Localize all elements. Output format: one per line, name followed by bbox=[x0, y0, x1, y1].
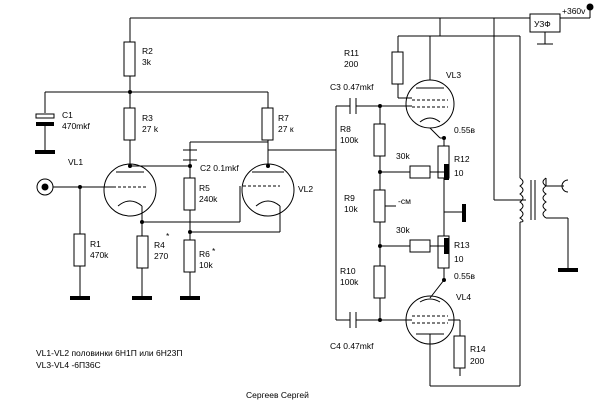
r13-label: R13 bbox=[454, 240, 470, 250]
r14-value: 200 bbox=[470, 356, 484, 366]
r4-value: 270 bbox=[154, 251, 168, 261]
supply-voltage-label: +360v bbox=[562, 6, 586, 16]
node-r2-r3 bbox=[44, 90, 269, 113]
pot-30k-upper-label: 30k bbox=[396, 151, 410, 161]
c3-label: C3 0.47mkf bbox=[330, 82, 374, 92]
tube-vl1 bbox=[103, 163, 157, 217]
c2-label: C2 0.1mkf bbox=[200, 163, 239, 173]
r6-value: 10k bbox=[199, 260, 213, 270]
vl3-label: VL3 bbox=[446, 70, 461, 80]
resistor-r1 bbox=[70, 187, 90, 300]
resistor-r7 bbox=[261, 107, 274, 166]
pot-30k-upper bbox=[380, 165, 444, 179]
r14-label: R14 bbox=[470, 344, 486, 354]
resistor-r10 bbox=[373, 246, 386, 322]
r2-value: 3k bbox=[142, 57, 152, 67]
resistor-r9 bbox=[373, 172, 396, 248]
c1-label: C1 bbox=[62, 110, 73, 120]
uzf-label: УЗФ bbox=[534, 19, 551, 29]
vl4-label: VL4 bbox=[456, 292, 471, 302]
c1-value: 470mkf bbox=[62, 121, 91, 131]
r1-label: R1 bbox=[90, 239, 101, 249]
input-jack bbox=[36, 178, 113, 196]
tube-vl2 bbox=[190, 163, 295, 233]
capacitor-c2 bbox=[128, 141, 268, 168]
resistor-r12 bbox=[437, 136, 450, 204]
note-line-1: VL1-VL2 половинки 6Н1П или 6Н23П bbox=[36, 348, 182, 358]
c4-label: C4 0.47mkf bbox=[330, 341, 374, 351]
r11-label: R11 bbox=[344, 48, 359, 58]
pot-30k-lower-label: 30k bbox=[396, 225, 410, 235]
vl1-label: VL1 bbox=[68, 157, 83, 167]
r2-label: R2 bbox=[142, 46, 153, 56]
resistor-r13 bbox=[429, 204, 450, 299]
cathode-network bbox=[132, 216, 240, 300]
output-transformer bbox=[493, 18, 578, 272]
vl3-anode-line bbox=[440, 35, 521, 178]
voltage-upper-label: 0.55в bbox=[454, 125, 476, 135]
author-label: Сергеев Сергей bbox=[246, 390, 309, 400]
r7-label: R7 bbox=[278, 113, 289, 123]
r3-value: 27 k bbox=[142, 124, 159, 134]
r5-value: 240k bbox=[199, 194, 218, 204]
tube-vl3 bbox=[405, 36, 455, 139]
resistor-r3 bbox=[123, 92, 136, 166]
r7-value: 27 к bbox=[278, 124, 294, 134]
r12-value: 10 bbox=[454, 168, 464, 178]
r11-value: 200 bbox=[344, 59, 358, 69]
resistor-r2 bbox=[123, 41, 136, 92]
r10-value: 100k bbox=[340, 277, 359, 287]
bias-label: -см bbox=[398, 196, 411, 206]
r5-label: R5 bbox=[199, 183, 210, 193]
resistor-r6 bbox=[180, 239, 200, 300]
r6-star: * bbox=[212, 246, 216, 256]
r8-value: 100k bbox=[340, 135, 359, 145]
r12-label: R12 bbox=[454, 154, 470, 164]
pot-30k-lower bbox=[380, 239, 444, 253]
c3-link bbox=[267, 98, 412, 151]
capacitor-c4 bbox=[335, 150, 412, 328]
r8-label: R8 bbox=[340, 124, 351, 134]
resistor-r5 bbox=[183, 166, 196, 240]
r1-value: 470k bbox=[90, 250, 109, 260]
resistor-r14 bbox=[448, 319, 466, 376]
r9-label: R9 bbox=[344, 193, 355, 203]
vl4-anode-line bbox=[430, 222, 521, 387]
vl2-label: VL2 bbox=[298, 184, 313, 194]
note-line-2: VL3-VL4 -6П36С bbox=[36, 360, 101, 370]
ground-center bbox=[444, 204, 466, 222]
r6-label: R6 bbox=[199, 249, 210, 259]
tube-vl4 bbox=[405, 295, 455, 386]
r4-label: R4 bbox=[154, 240, 165, 250]
r4-star: * bbox=[166, 231, 170, 241]
capacitor-c1 bbox=[35, 113, 55, 154]
r9-value: 10k bbox=[344, 204, 358, 214]
r10-label: R10 bbox=[340, 266, 356, 276]
resistor-r11 bbox=[391, 18, 441, 99]
uzf-block bbox=[529, 13, 561, 45]
r3-label: R3 bbox=[142, 113, 153, 123]
resistor-r8 bbox=[373, 106, 386, 174]
supply-rail bbox=[129, 3, 594, 42]
voltage-lower-label: 0.55в bbox=[454, 271, 476, 281]
r13-value: 10 bbox=[454, 254, 464, 264]
